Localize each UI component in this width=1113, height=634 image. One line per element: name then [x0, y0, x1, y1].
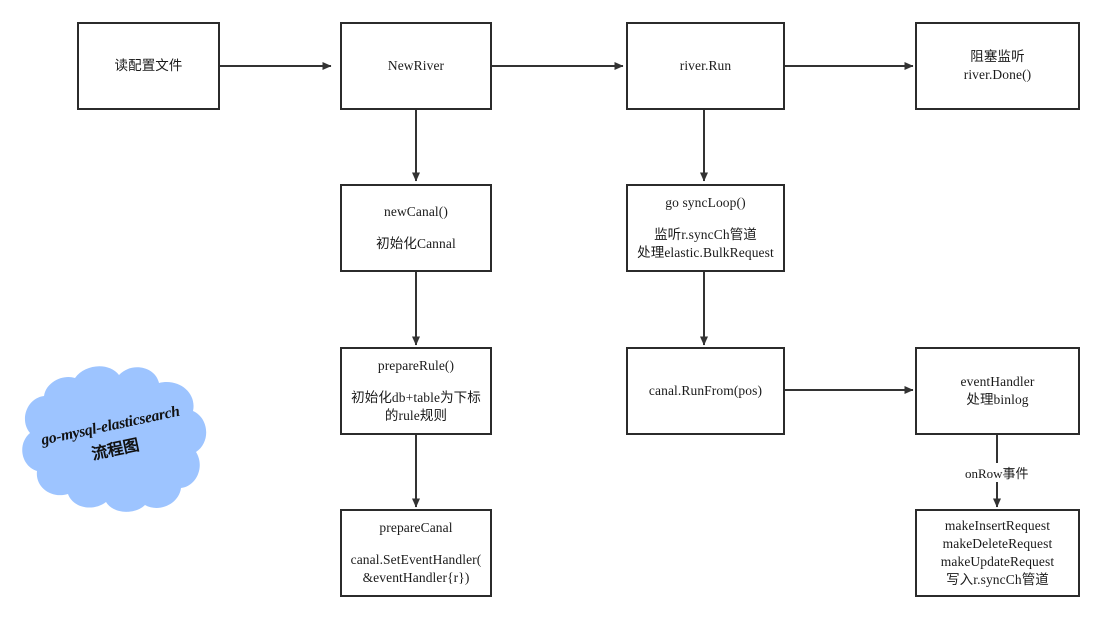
node-go-sync-loop-line-2: 监听r.syncCh管道: [654, 226, 757, 242]
node-river-run[interactable]: river.Run: [626, 22, 785, 110]
node-event-handler[interactable]: eventHandler 处理binlog: [915, 347, 1080, 435]
node-new-river[interactable]: NewRiver: [340, 22, 492, 110]
node-new-river-line-1: NewRiver: [387, 57, 445, 73]
node-prepare-canal[interactable]: prepareCanal canal.SetEventHandler( &eve…: [340, 509, 492, 597]
node-event-handler-line-1: eventHandler: [960, 373, 1035, 389]
node-new-canal[interactable]: newCanal() 初始化Cannal: [340, 184, 492, 272]
node-make-requests-line-2: makeDeleteRequest: [942, 535, 1053, 551]
node-prepare-canal-line-1: prepareCanal: [379, 519, 453, 535]
node-read-config[interactable]: 读配置文件: [77, 22, 220, 110]
cloud-title-badge: go-mysql-elasticsearch 流程图: [13, 362, 213, 514]
node-read-config-line-1: 读配置文件: [114, 57, 183, 73]
node-new-canal-line-2: 初始化Cannal: [376, 236, 456, 251]
node-go-sync-loop-line-3: 处理elastic.BulkRequest: [637, 245, 774, 261]
node-river-run-line-1: river.Run: [679, 57, 732, 73]
node-make-requests-line-1: makeInsertRequest: [944, 517, 1051, 533]
node-make-requests[interactable]: makeInsertRequest makeDeleteRequest make…: [915, 509, 1080, 597]
node-event-handler-line-2: 处理binlog: [966, 392, 1029, 407]
node-block-listen[interactable]: 阻塞监听 river.Done(): [915, 22, 1080, 110]
node-prepare-rule-line-1: prepareRule(): [377, 357, 455, 373]
edge-label-on-row-event: onRow事件: [962, 463, 1032, 482]
node-prepare-rule-line-2: 初始化db+table为下标: [351, 389, 481, 405]
node-canal-run-from-line-1: canal.RunFrom(pos): [648, 382, 763, 398]
node-prepare-canal-line-3: &eventHandler{r}): [362, 570, 470, 586]
node-make-requests-line-3: makeUpdateRequest: [940, 554, 1055, 569]
node-prepare-rule-line-3: 的rule规则: [384, 408, 448, 424]
node-prepare-canal-line-2: canal.SetEventHandler(: [350, 551, 482, 567]
cloud-shape-icon: [22, 366, 207, 512]
node-go-sync-loop[interactable]: go syncLoop() 监听r.syncCh管道 处理elastic.Bul…: [626, 184, 785, 272]
node-block-listen-line-1: 阻塞监听: [970, 48, 1025, 64]
node-go-sync-loop-line-1: go syncLoop(): [665, 194, 746, 210]
node-block-listen-line-2: river.Done(): [963, 67, 1032, 82]
node-new-canal-line-1: newCanal(): [384, 203, 448, 219]
node-canal-run-from[interactable]: canal.RunFrom(pos): [626, 347, 785, 435]
node-prepare-rule[interactable]: prepareRule() 初始化db+table为下标 的rule规则: [340, 347, 492, 435]
node-make-requests-line-4: 写入r.syncCh管道: [946, 572, 1049, 588]
